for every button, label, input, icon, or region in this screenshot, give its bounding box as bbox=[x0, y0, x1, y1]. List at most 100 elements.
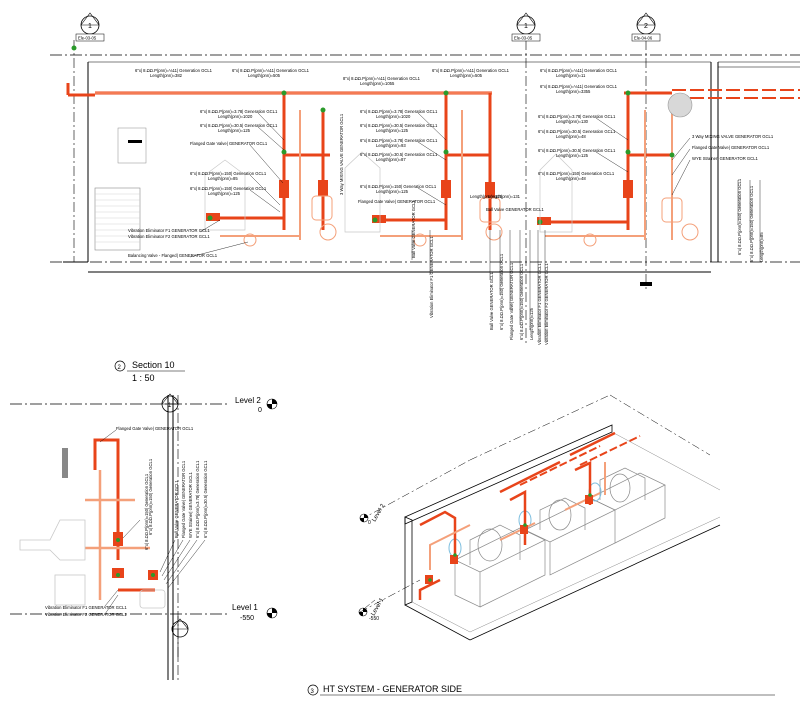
svg-text:Balancing Valve - Flanged| GEN: Balancing Valve - Flanged| GENERATOR GCL… bbox=[128, 253, 218, 258]
iso-title: 3 HT SYSTEM - GENERATOR SIDE bbox=[307, 684, 775, 696]
svg-text:1: 1 bbox=[168, 403, 172, 409]
svg-text:6"x| 8.ΩΩ.P(pnn)=150| Generati: 6"x| 8.ΩΩ.P(pnn)=150| Generation GCL1 bbox=[360, 184, 437, 189]
svg-text:Flanged Gate Valve| GENERATOR: Flanged Gate Valve| GENERATOR GCL1 bbox=[116, 426, 194, 431]
svg-text:Ball Valve GENERATOR GCL1: Ball Valve GENERATOR GCL1 bbox=[489, 272, 494, 330]
svg-text:Length(pnn)=11: Length(pnn)=11 bbox=[556, 73, 586, 78]
svg-text:6"x| 8.ΩΩ.P(pnn)=⅛11| Generati: 6"x| 8.ΩΩ.P(pnn)=⅛11| Generation GCL1 bbox=[135, 68, 213, 73]
section-view: 1 Level 2 0 Level 1 -550 bbox=[10, 393, 278, 680]
svg-text:0: 0 bbox=[368, 520, 371, 526]
svg-text:1: 1 bbox=[88, 23, 92, 30]
svg-text:Length(pnn)=130: Length(pnn)=130 bbox=[556, 119, 589, 124]
svg-text:Length(pnn)=85: Length(pnn)=85 bbox=[759, 232, 764, 262]
svg-text:Vibration Eliminator F1 GENERA: Vibration Eliminator F1 GENERATOR GCL1 bbox=[537, 263, 542, 345]
svg-text:Flanged Gate Valve| GENERATOR: Flanged Gate Valve| GENERATOR GCL1 bbox=[509, 262, 514, 340]
svg-text:6"x| 8.ΩΩ.P(pnn)=30.5| Generat: 6"x| 8.ΩΩ.P(pnn)=30.5| Generation GCL1 bbox=[360, 123, 438, 128]
svg-text:2: 2 bbox=[118, 365, 122, 371]
svg-text:6"x| 8.ΩΩ.P(pnn)=150| Generati: 6"x| 8.ΩΩ.P(pnn)=150| Generation GCL1 bbox=[499, 253, 504, 330]
svg-text:3 Way MIXING VALVE GENERATOR G: 3 Way MIXING VALVE GENERATOR GCL1 bbox=[339, 113, 344, 195]
svg-text:Length(pnn)=125: Length(pnn)=125 bbox=[218, 128, 251, 133]
iso-level-2-marker: Level 2 0 bbox=[359, 503, 387, 526]
svg-text:6"x| 8.ΩΩ.P(pnn)=⅛11| Generati: 6"x| 8.ΩΩ.P(pnn)=⅛11| Generation GCL1 bbox=[432, 68, 510, 73]
svg-text:WYE Strainer| GENERATOR GCL1: WYE Strainer| GENERATOR GCL1 bbox=[692, 156, 759, 161]
iso-view: Level 2 0 Level 1 -550 bbox=[358, 394, 721, 641]
svg-text:Length(pnn)=3355: Length(pnn)=3355 bbox=[556, 89, 591, 94]
svg-text:6"x| 8.ΩΩ.P(pnn)=3.78| Generat: 6"x| 8.ΩΩ.P(pnn)=3.78| Generation GCL1 bbox=[360, 109, 438, 114]
svg-text:6"x| 8.ΩΩ.P(pnn)=30.5| Generat: 6"x| 8.ΩΩ.P(pnn)=30.5| Generation GCL1 bbox=[360, 152, 438, 157]
svg-text:Length(pnn)=125: Length(pnn)=125 bbox=[208, 191, 241, 196]
svg-text:6"x| 8.ΩΩ.P(pnn)=⅛11| Generati: 6"x| 8.ΩΩ.P(pnn)=⅛11| Generation GCL1 bbox=[540, 68, 618, 73]
svg-text:6"x| 8.ΩΩ.P(pnn)=3.78| Generat: 6"x| 8.ΩΩ.P(pnn)=3.78| Generation GCL1 bbox=[195, 460, 200, 538]
svg-text:Flanged Gate Valve| GENERATOR: Flanged Gate Valve| GENERATOR GCL1 bbox=[190, 141, 268, 146]
svg-text:1: 1 bbox=[524, 23, 528, 30]
svg-text:6"x| 8.ΩΩ.P(pnn)=3.78| Generat: 6"x| 8.ΩΩ.P(pnn)=3.78| Generation GCL1 bbox=[200, 109, 278, 114]
svg-text:Vibration Eliminator F1 GENERA: Vibration Eliminator F1 GENERATOR GCL1 bbox=[128, 228, 210, 233]
svg-text:6"x| 8.ΩΩ.P(pnn)=3.78| Generat: 6"x| 8.ΩΩ.P(pnn)=3.78| Generation GCL1 bbox=[538, 114, 616, 119]
elevation-callouts: 6"x| 8.ΩΩ.P(pnn)=⅛11| Generation GCL1 Le… bbox=[128, 68, 774, 258]
svg-text:6"x| 8.ΩΩ.P(pnn)=150| Generati: 6"x| 8.ΩΩ.P(pnn)=150| Generation GCL1 bbox=[144, 473, 149, 550]
svg-text:1 : 50: 1 : 50 bbox=[132, 373, 155, 383]
svg-text:Length(pnn)=125: Length(pnn)=125 bbox=[376, 189, 409, 194]
svg-text:Length(pnn)=125: Length(pnn)=125 bbox=[376, 128, 409, 133]
vertical-callouts: Ball Valve GENERATOR GCL1 6"x| 8.ΩΩ.P(pn… bbox=[339, 113, 764, 345]
svg-text:Level 2: Level 2 bbox=[372, 503, 387, 523]
level-2-marker: Level 2 0 bbox=[235, 396, 278, 414]
svg-text:Ball Valve GENERATOR GCL1: Ball Valve GENERATOR GCL1 bbox=[411, 200, 416, 258]
grid-bubble-section: 1 bbox=[161, 393, 179, 413]
svg-text:6"x| 8.ΩΩ.P(pnn)=150| Generati: 6"x| 8.ΩΩ.P(pnn)=150| Generation GCL1 bbox=[538, 171, 615, 176]
svg-text:3: 3 bbox=[311, 689, 315, 695]
svg-text:Length(pnn)=48: Length(pnn)=48 bbox=[556, 176, 586, 181]
svg-text:Vibration Eliminator F2 GENERA: Vibration Eliminator F2 GENERATOR GCL1 bbox=[45, 612, 127, 617]
svg-text:6"x| 8.ΩΩ.P(pnn)=150| Generati: 6"x| 8.ΩΩ.P(pnn)=150| Generation GCL1 bbox=[749, 185, 754, 262]
svg-text:Length(pnn)=87: Length(pnn)=87 bbox=[376, 157, 406, 162]
svg-text:8"x| 8.ΩΩ.P(pnn)=⅛11| Generati: 8"x| 8.ΩΩ.P(pnn)=⅛11| Generation GCL1 bbox=[343, 76, 421, 81]
svg-text:Length(pnn)=131: Length(pnn)=131 bbox=[488, 194, 521, 199]
svg-text:Flanged Gate Valve| GENERATOR: Flanged Gate Valve| GENERATOR GCL1 bbox=[181, 460, 186, 538]
svg-text:Ele-04-06: Ele-04-06 bbox=[634, 36, 653, 41]
svg-text:Length(pnn)=1020: Length(pnn)=1020 bbox=[218, 114, 253, 119]
svg-text:Vibration Eliminator F2 GENERA: Vibration Eliminator F2 GENERATOR GCL1 bbox=[128, 234, 210, 239]
svg-text:Length(pnn)=1020: Length(pnn)=1020 bbox=[376, 114, 411, 119]
svg-text:6"x| 8.ΩΩ.P(pnn)=30.5| Generat: 6"x| 8.ΩΩ.P(pnn)=30.5| Generation GCL1 bbox=[200, 123, 278, 128]
svg-text:0: 0 bbox=[258, 407, 262, 414]
svg-text:Length(pnn)=382: Length(pnn)=382 bbox=[150, 73, 183, 78]
svg-text:Level 2: Level 2 bbox=[235, 396, 261, 405]
section-title: 2 Section 10 1 : 50 bbox=[114, 360, 185, 383]
svg-text:6"x| 8.ΩΩ.P(pnn)=150| Generati: 6"x| 8.ΩΩ.P(pnn)=150| Generation GCL1 bbox=[190, 171, 267, 176]
svg-text:6"x| 8.ΩΩ.P(pnn)=30.5| Generat: 6"x| 8.ΩΩ.P(pnn)=30.5| Generation GCL1 bbox=[538, 129, 616, 134]
svg-text:6"x| 8.ΩΩ.P(pnn)=150| Generati: 6"x| 8.ΩΩ.P(pnn)=150| Generation GCL1 bbox=[519, 263, 524, 340]
svg-text:Ele-03-05: Ele-03-05 bbox=[78, 36, 97, 41]
svg-text:Length(pnn)=48: Length(pnn)=48 bbox=[556, 134, 586, 139]
svg-text:Ele-03-05: Ele-03-05 bbox=[514, 36, 533, 41]
grid-bubble-right: 2 Ele-04-06 bbox=[631, 12, 661, 42]
svg-text:WYE Strainer| GENERATOR GCL1: WYE Strainer| GENERATOR GCL1 bbox=[188, 471, 193, 538]
svg-text:Ball Valve GENERATOR GCL1: Ball Valve GENERATOR GCL1 bbox=[174, 480, 179, 538]
svg-text:Level 1: Level 1 bbox=[232, 603, 258, 612]
svg-text:Level 1: Level 1 bbox=[371, 597, 386, 617]
svg-text:Length(pnn)=505: Length(pnn)=505 bbox=[450, 73, 483, 78]
svg-text:Length(pnn)=93: Length(pnn)=93 bbox=[376, 143, 406, 148]
svg-text:Flanged Gate Valve| GENERATOR: Flanged Gate Valve| GENERATOR GCL1 bbox=[358, 199, 436, 204]
svg-text:Length(pnn)=85: Length(pnn)=85 bbox=[208, 176, 238, 181]
svg-text:Length(pnn)=1055: Length(pnn)=1055 bbox=[360, 81, 395, 86]
svg-text:2: 2 bbox=[644, 23, 648, 30]
svg-text:6"x| 8.ΩΩ.P(pnn)=150| Generati: 6"x| 8.ΩΩ.P(pnn)=150| Generation GCL1 bbox=[737, 178, 742, 255]
svg-text:6"x| 8.ΩΩ.P(pnn)=⅛11| Generati: 6"x| 8.ΩΩ.P(pnn)=⅛11| Generation GCL1 bbox=[232, 68, 310, 73]
svg-text:6"x| 8.ΩΩ.P(pnn)=30.5| Generat: 6"x| 8.ΩΩ.P(pnn)=30.5| Generation GCL1 bbox=[203, 460, 208, 538]
svg-text:6"x| 8.ΩΩ.P(pnn)=150| Generati: 6"x| 8.ΩΩ.P(pnn)=150| Generation GCL1 bbox=[190, 186, 267, 191]
svg-text:6"x| 8.ΩΩ.P(pnn)=30.5| Generat: 6"x| 8.ΩΩ.P(pnn)=30.5| Generation GCL1 bbox=[538, 148, 616, 153]
svg-text:3 Way MIXING VALVE GENERATOR G: 3 Way MIXING VALVE GENERATOR GCL1 bbox=[692, 134, 774, 139]
svg-text:-550: -550 bbox=[369, 616, 379, 622]
svg-text:Length(pnn)=125: Length(pnn)=125 bbox=[556, 153, 589, 158]
grid-bubble-middle: 1 Ele-03-05 bbox=[511, 12, 541, 42]
svg-text:6"x| 8.ΩΩ.P(pnn)=3.78| Generat: 6"x| 8.ΩΩ.P(pnn)=3.78| Generation GCL1 bbox=[360, 138, 438, 143]
svg-text:6"x| 8.ΩΩ.P(pnn)=150| Generati: 6"x| 8.ΩΩ.P(pnn)=150| Generation GCL1 bbox=[148, 458, 153, 535]
svg-text:Length(pnn)=125: Length(pnn)=125 bbox=[470, 194, 503, 199]
svg-text:HT SYSTEM - GENERATOR SIDE: HT SYSTEM - GENERATOR SIDE bbox=[323, 684, 462, 694]
svg-text:Flanged Gate Valve| GENERATOR: Flanged Gate Valve| GENERATOR GCL1 bbox=[692, 145, 770, 150]
svg-text:Ball Valve GENERATOR GCL1: Ball Valve GENERATOR GCL1 bbox=[486, 207, 544, 212]
section-callouts: Flanged Gate Valve| GENERATOR GCL1 6"x| … bbox=[45, 426, 208, 617]
iso-level-1-marker: Level 1 -550 bbox=[358, 597, 386, 622]
grid-bubble-left: 1 Ele-03-05 bbox=[75, 12, 105, 42]
svg-text:Length(pnn)=505: Length(pnn)=505 bbox=[248, 73, 281, 78]
